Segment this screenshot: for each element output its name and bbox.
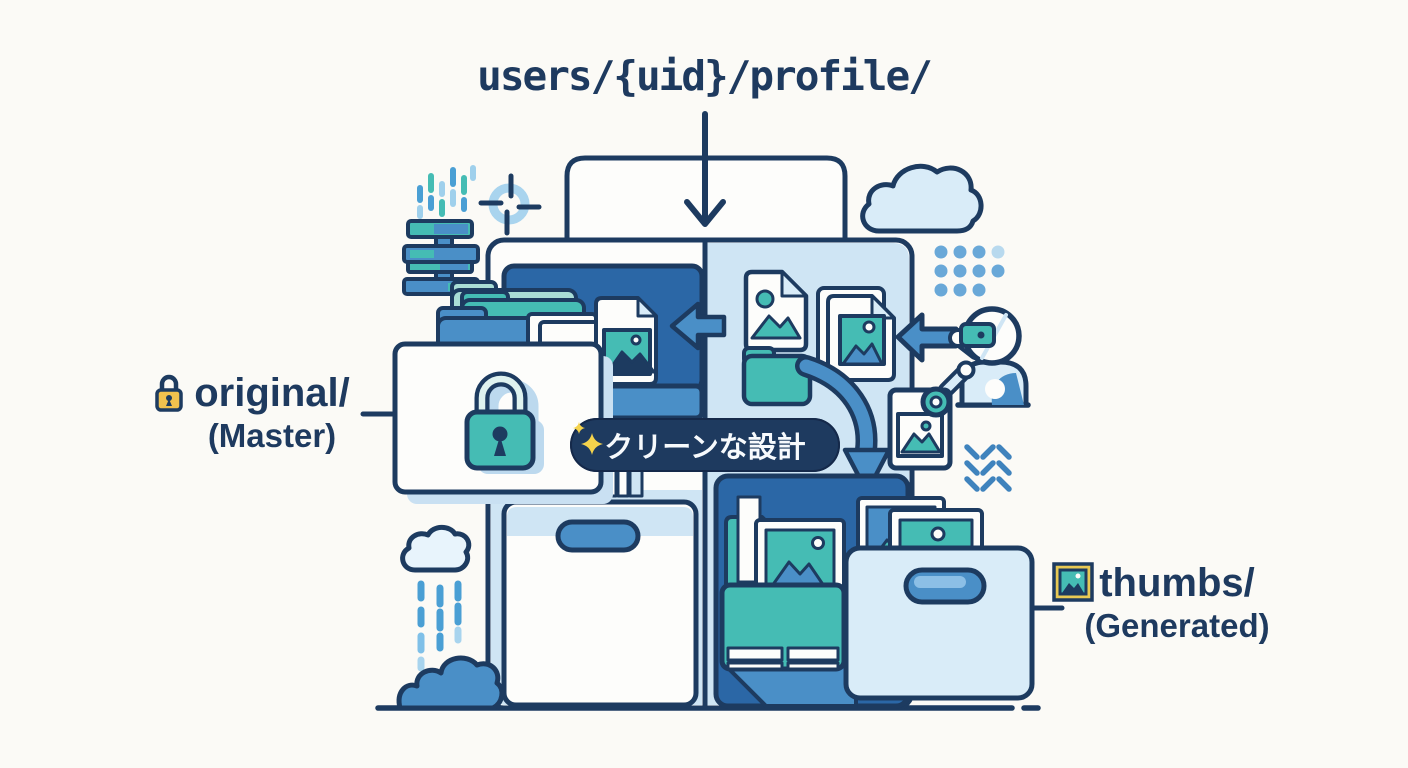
drawer-handle xyxy=(555,519,641,553)
badge-text: クリーンな設計 xyxy=(604,432,806,464)
image-file-stack xyxy=(816,286,896,382)
image-file-a xyxy=(743,269,809,353)
thumbs-panel xyxy=(713,269,1035,709)
thumbs-label-line2: (Generated) xyxy=(1052,562,1302,645)
original-panel xyxy=(436,263,727,708)
original-label-line2: (Master) xyxy=(152,374,392,455)
thumbs-bin xyxy=(719,495,847,672)
thumbs-label-line1: thumbs/ xyxy=(1099,561,1255,605)
thumbs-label: thumbs/ (Generated) xyxy=(1052,561,1302,645)
elbow-joint xyxy=(956,360,976,380)
folder-icon-thumbs xyxy=(741,346,813,407)
framed-picture-icon xyxy=(1052,562,1094,602)
target-icon xyxy=(478,173,542,236)
cloud-bottom-left-icon xyxy=(400,524,472,573)
cloud-top-right-icon xyxy=(860,163,984,234)
robot-eye xyxy=(977,331,985,339)
rain-streaks-bottom-left-icon xyxy=(417,580,462,672)
original-label-line1: original/ xyxy=(194,371,350,415)
lock-card xyxy=(392,341,613,504)
sparkles-icon xyxy=(573,422,603,455)
robot xyxy=(887,306,1031,471)
rain-streaks-top-left-icon xyxy=(417,165,476,219)
server-stack-icon xyxy=(402,219,480,296)
lock-emoji-icon xyxy=(155,374,183,412)
thumbs-drawer-box xyxy=(843,545,1035,701)
original-drawer xyxy=(501,499,699,708)
diagonal-dashes xyxy=(964,444,1012,492)
clean-design-badge: クリーンな設計 xyxy=(570,418,840,472)
lock-icon xyxy=(464,371,544,474)
dot-grid xyxy=(934,245,1005,297)
original-label: original/ (Master) xyxy=(152,371,392,455)
left-arrow-into-original-icon xyxy=(669,301,727,351)
curved-down-arrow-icon xyxy=(795,355,892,495)
storage-path-title: users/{uid}/profile/ xyxy=(477,52,933,100)
down-arrow-icon xyxy=(684,111,726,227)
bush xyxy=(396,655,505,711)
